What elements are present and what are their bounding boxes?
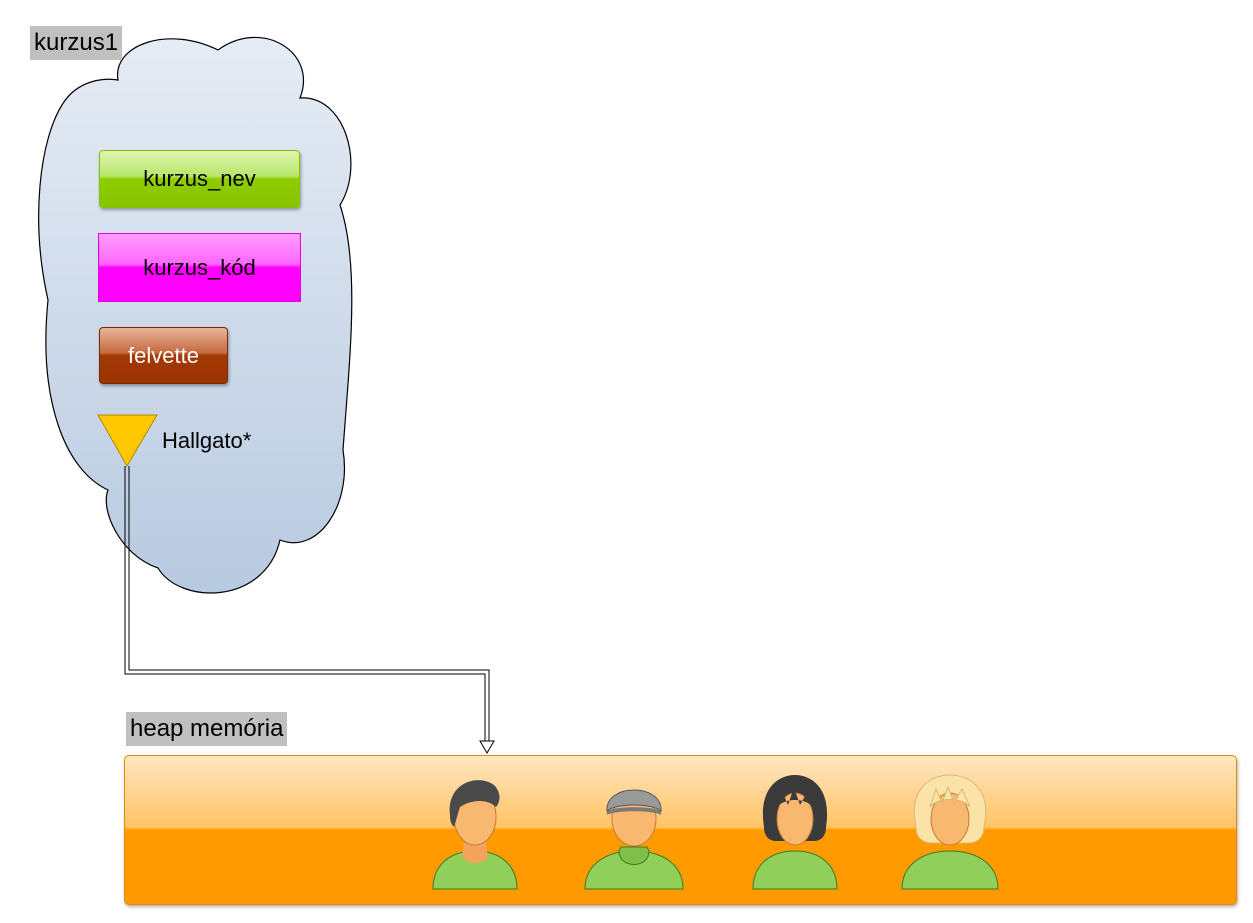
- field-felvette: felvette: [99, 327, 228, 384]
- field-kurzus-nev: kurzus_nev: [99, 150, 300, 208]
- object-cloud: [38, 36, 353, 594]
- field-kurzus-kod: kurzus_kód: [98, 233, 301, 302]
- person-beanie-icon: [584, 789, 684, 890]
- object-label: kurzus1: [30, 26, 123, 60]
- person-bob-dark-hair-icon: [752, 775, 838, 890]
- heap-memory-box: [124, 755, 1237, 905]
- person-short-dark-hair-icon: [432, 780, 518, 890]
- person-blonde-hair-icon: [901, 774, 999, 890]
- pointer-arrow: [124, 466, 490, 742]
- pointer-triangle-icon: [97, 414, 158, 467]
- pointer-label: Hallgato*: [162, 428, 252, 453]
- heap-label: heap memória: [126, 712, 288, 746]
- arrow-head-icon: [479, 740, 495, 754]
